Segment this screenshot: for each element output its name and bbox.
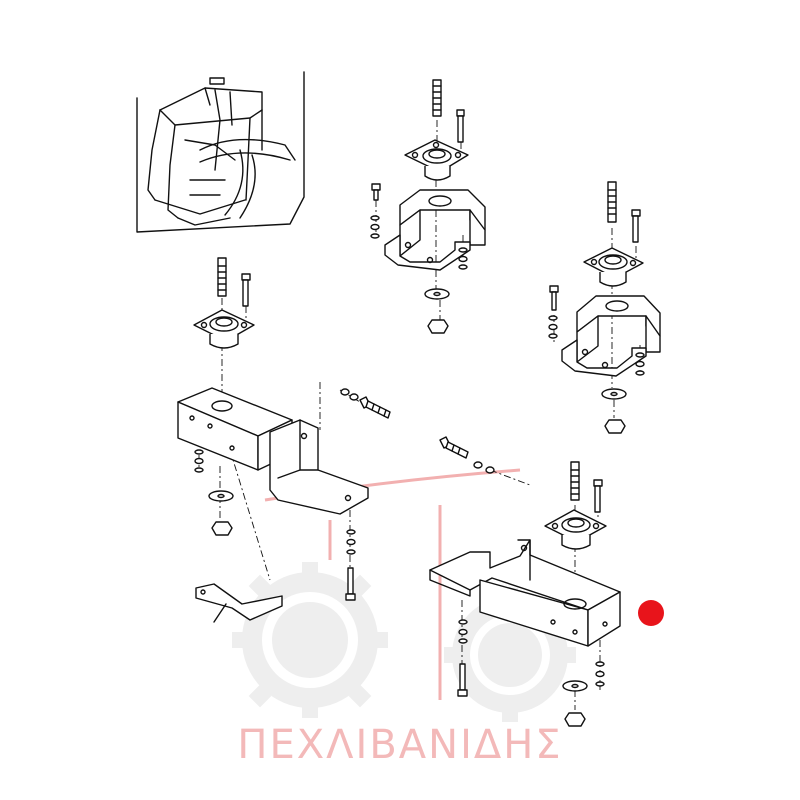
bracket xyxy=(561,295,661,377)
side-bolt xyxy=(340,388,391,419)
rubber-mount xyxy=(583,247,644,287)
washers xyxy=(194,449,356,555)
bolt xyxy=(456,109,465,143)
rubber-mount xyxy=(404,139,469,181)
rubber-mount xyxy=(544,509,607,550)
washers xyxy=(458,619,605,692)
nut xyxy=(604,419,626,434)
bottom-bolt xyxy=(345,567,356,601)
right-mount-assembly xyxy=(548,181,661,434)
stud-bolt xyxy=(217,257,227,297)
stud-bolt xyxy=(570,461,580,501)
left-bolt xyxy=(549,285,559,311)
washers xyxy=(370,215,468,300)
cab-inset xyxy=(136,71,305,233)
side-bolt xyxy=(439,436,495,474)
left-bolt xyxy=(371,183,381,201)
bolt xyxy=(631,209,641,243)
stud-bolt xyxy=(432,79,442,117)
lower-right-mount-assembly xyxy=(429,436,621,727)
nut xyxy=(427,319,449,334)
bolt xyxy=(593,479,603,513)
long-bracket xyxy=(429,539,621,647)
stud-bolt xyxy=(607,181,617,223)
watermark-text: ΠΕΧΛΙΒΑΝΙΔΗΣ xyxy=(237,722,563,768)
clip-plate xyxy=(195,583,283,623)
bottom-bolt xyxy=(457,663,468,697)
cab-frame-drawing xyxy=(147,77,296,226)
top-center-mount-assembly xyxy=(370,79,486,334)
left-mount-assembly xyxy=(177,257,391,623)
nut xyxy=(564,712,586,727)
bolt xyxy=(241,273,251,307)
watermark-logo xyxy=(232,468,576,722)
watermark-gear-left xyxy=(232,562,388,718)
long-bracket xyxy=(177,387,369,515)
rubber-mount xyxy=(193,309,255,349)
nut xyxy=(211,521,233,536)
washers xyxy=(548,315,645,400)
red-marker-dot xyxy=(638,600,664,626)
bracket xyxy=(384,189,486,271)
